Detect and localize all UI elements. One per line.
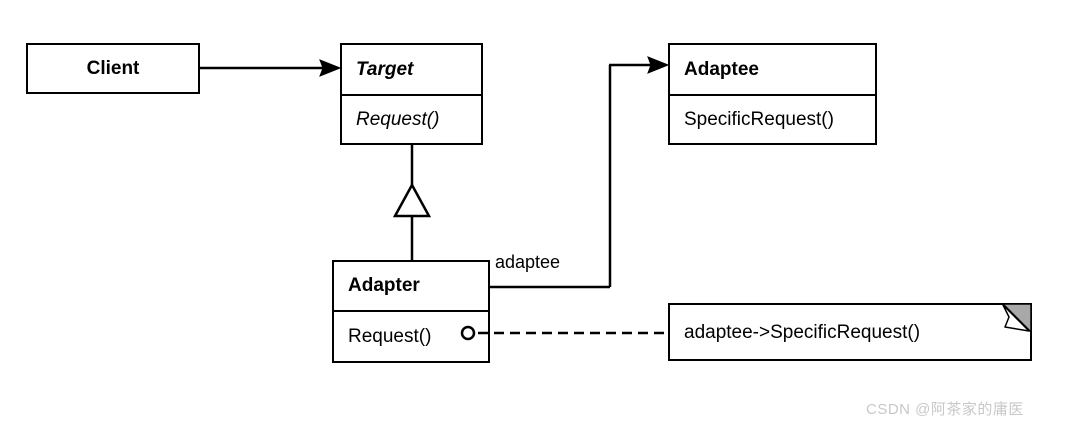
class-box-client[interactable]: Client (26, 43, 200, 94)
class-name-adapter: Adapter (334, 262, 488, 312)
arrowhead-generalization-hollow (392, 182, 432, 218)
class-member-target-request: Request() (356, 108, 440, 130)
class-box-target[interactable]: Target Request() (340, 43, 483, 145)
class-member-adaptee-specificrequest: SpecificRequest() (684, 108, 834, 130)
note-text: adaptee->SpecificRequest() (684, 322, 921, 343)
class-box-adapter[interactable]: Adapter Request() (332, 260, 490, 363)
class-name-adaptee: Adaptee (670, 45, 875, 96)
class-name-target: Target (342, 45, 481, 96)
arrowhead-adapter-to-adaptee (647, 56, 670, 74)
association-label-adaptee: adaptee (495, 252, 561, 272)
class-name-client: Client (86, 57, 140, 79)
class-box-adaptee[interactable]: Adaptee SpecificRequest() (668, 43, 877, 145)
arrowhead-client-to-target (319, 59, 342, 77)
watermark-csdn: CSDN @阿茶家的庸医 (866, 401, 1024, 418)
note-box-adapter-request[interactable] (668, 303, 1032, 361)
class-member-adapter-request: Request() (348, 325, 432, 347)
